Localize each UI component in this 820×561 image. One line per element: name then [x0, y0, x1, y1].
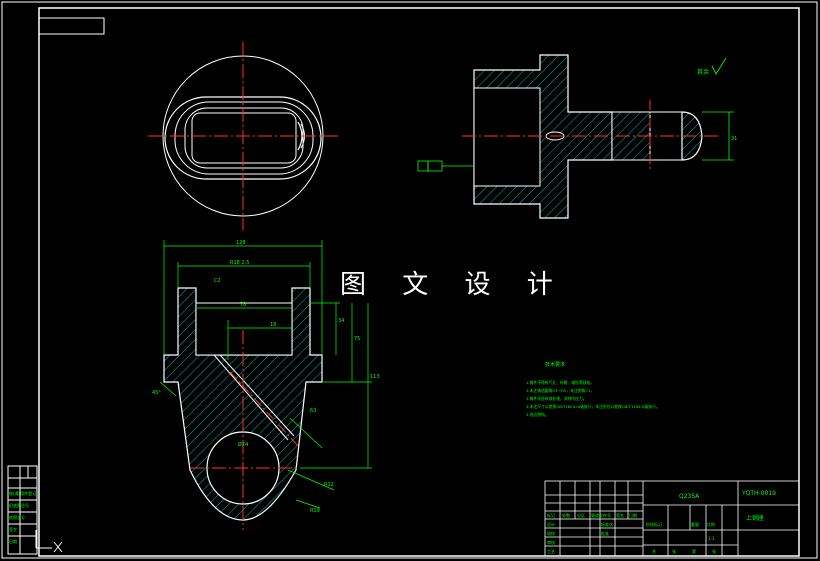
inner-width-dim: R18 2.5 — [230, 260, 249, 266]
left-strip-text: 借(通)用件登记 — [9, 490, 36, 496]
side-dim: 63 — [310, 408, 316, 414]
field-cell: 张 — [672, 548, 676, 554]
side-height-dim: 31 — [731, 136, 737, 142]
header-cell: 处数 — [562, 512, 570, 518]
left-strip: 借(通)用件登记 旧底图总号 底图总号 签字 日期 — [7, 465, 38, 555]
roughness-label: 其余 — [697, 68, 709, 76]
field-cell: 批准 — [601, 530, 609, 536]
field-cell: 共 — [652, 548, 656, 554]
left-strip-text: 日期 — [9, 538, 17, 544]
role-cell: 校核 — [547, 530, 555, 536]
header-cell: 日期 — [629, 512, 637, 518]
watermark-text: 图 文 设 计 — [340, 270, 567, 300]
tech-item: 2.未注铸造圆角R3～R5，未注倒角C1。 — [526, 388, 594, 393]
hole-dia-dim: Ø24 — [238, 441, 248, 448]
radius-b-dim: R19 — [310, 508, 320, 514]
header-cell: 签名 — [616, 512, 624, 518]
chamfer-dim: C2 — [214, 278, 221, 284]
front-section-view — [163, 287, 323, 530]
inner-depth-dim: 78 — [240, 302, 246, 308]
front-dimensions — [159, 240, 372, 509]
height-b-dim: 75 — [354, 336, 360, 342]
part-name: 上销座 — [746, 514, 764, 522]
inner-offset-dim: 18 — [270, 322, 276, 328]
side-view: 31 — [417, 54, 737, 219]
header-cell: 分区 — [577, 512, 585, 518]
field-cell: 比例 — [707, 521, 715, 527]
tech-title: 技术要求 — [545, 361, 565, 368]
tech-requirements: 技术要求 1.铸件不得有气孔、砂眼、缩松等缺陷。 2.未注铸造圆角R3～R5，未… — [526, 361, 660, 417]
height-a-dim: 34 — [338, 318, 344, 324]
angle-dim: 45° — [152, 390, 161, 396]
role-cell: 设计 — [547, 521, 555, 527]
header-cell: 标记 — [547, 512, 555, 518]
drawing-frame — [38, 7, 800, 557]
overall-width-dim: 128 — [236, 240, 246, 246]
material-name: Q235A — [679, 493, 700, 500]
field-cell: 重量 — [691, 521, 699, 527]
tech-item: 5.锐边倒钝。 — [526, 412, 549, 417]
scale-value: 1:1 — [708, 536, 715, 541]
tech-item: 3.铸件须经时效处理，消除内应力。 — [526, 396, 587, 401]
drawing-number: YQTH-0019 — [741, 490, 776, 497]
roughness-symbol: 其余 — [697, 57, 727, 76]
tech-item: 1.铸件不得有气孔、砂眼、缩松等缺陷。 — [526, 380, 594, 385]
field-cell: 第 — [692, 548, 696, 554]
header-cell: 更改文件号 — [591, 512, 611, 518]
title-block — [544, 480, 800, 557]
corner-label-box — [38, 17, 105, 35]
field-cell: 标准化 — [601, 521, 613, 527]
left-strip-text: 签字 — [9, 526, 17, 532]
radius-a-dim: R12 — [324, 482, 334, 488]
tech-item: 4.未注尺寸公差按GB/T1804-m级执行，未注形位公差按GB/T1184-K… — [526, 404, 660, 409]
datum-symbol — [417, 160, 429, 172]
height-c-dim: 113 — [370, 374, 380, 380]
ucs-axis-icon — [35, 530, 63, 553]
field-cell: 张 — [712, 548, 716, 554]
field-cell: 阶段标记 — [646, 521, 662, 527]
top-view — [148, 42, 338, 230]
left-strip-text: 旧底图总号 — [9, 502, 29, 508]
left-strip-text: 底图总号 — [9, 514, 25, 520]
role-cell: 审核 — [547, 539, 555, 545]
role-cell: 工艺 — [547, 549, 555, 554]
